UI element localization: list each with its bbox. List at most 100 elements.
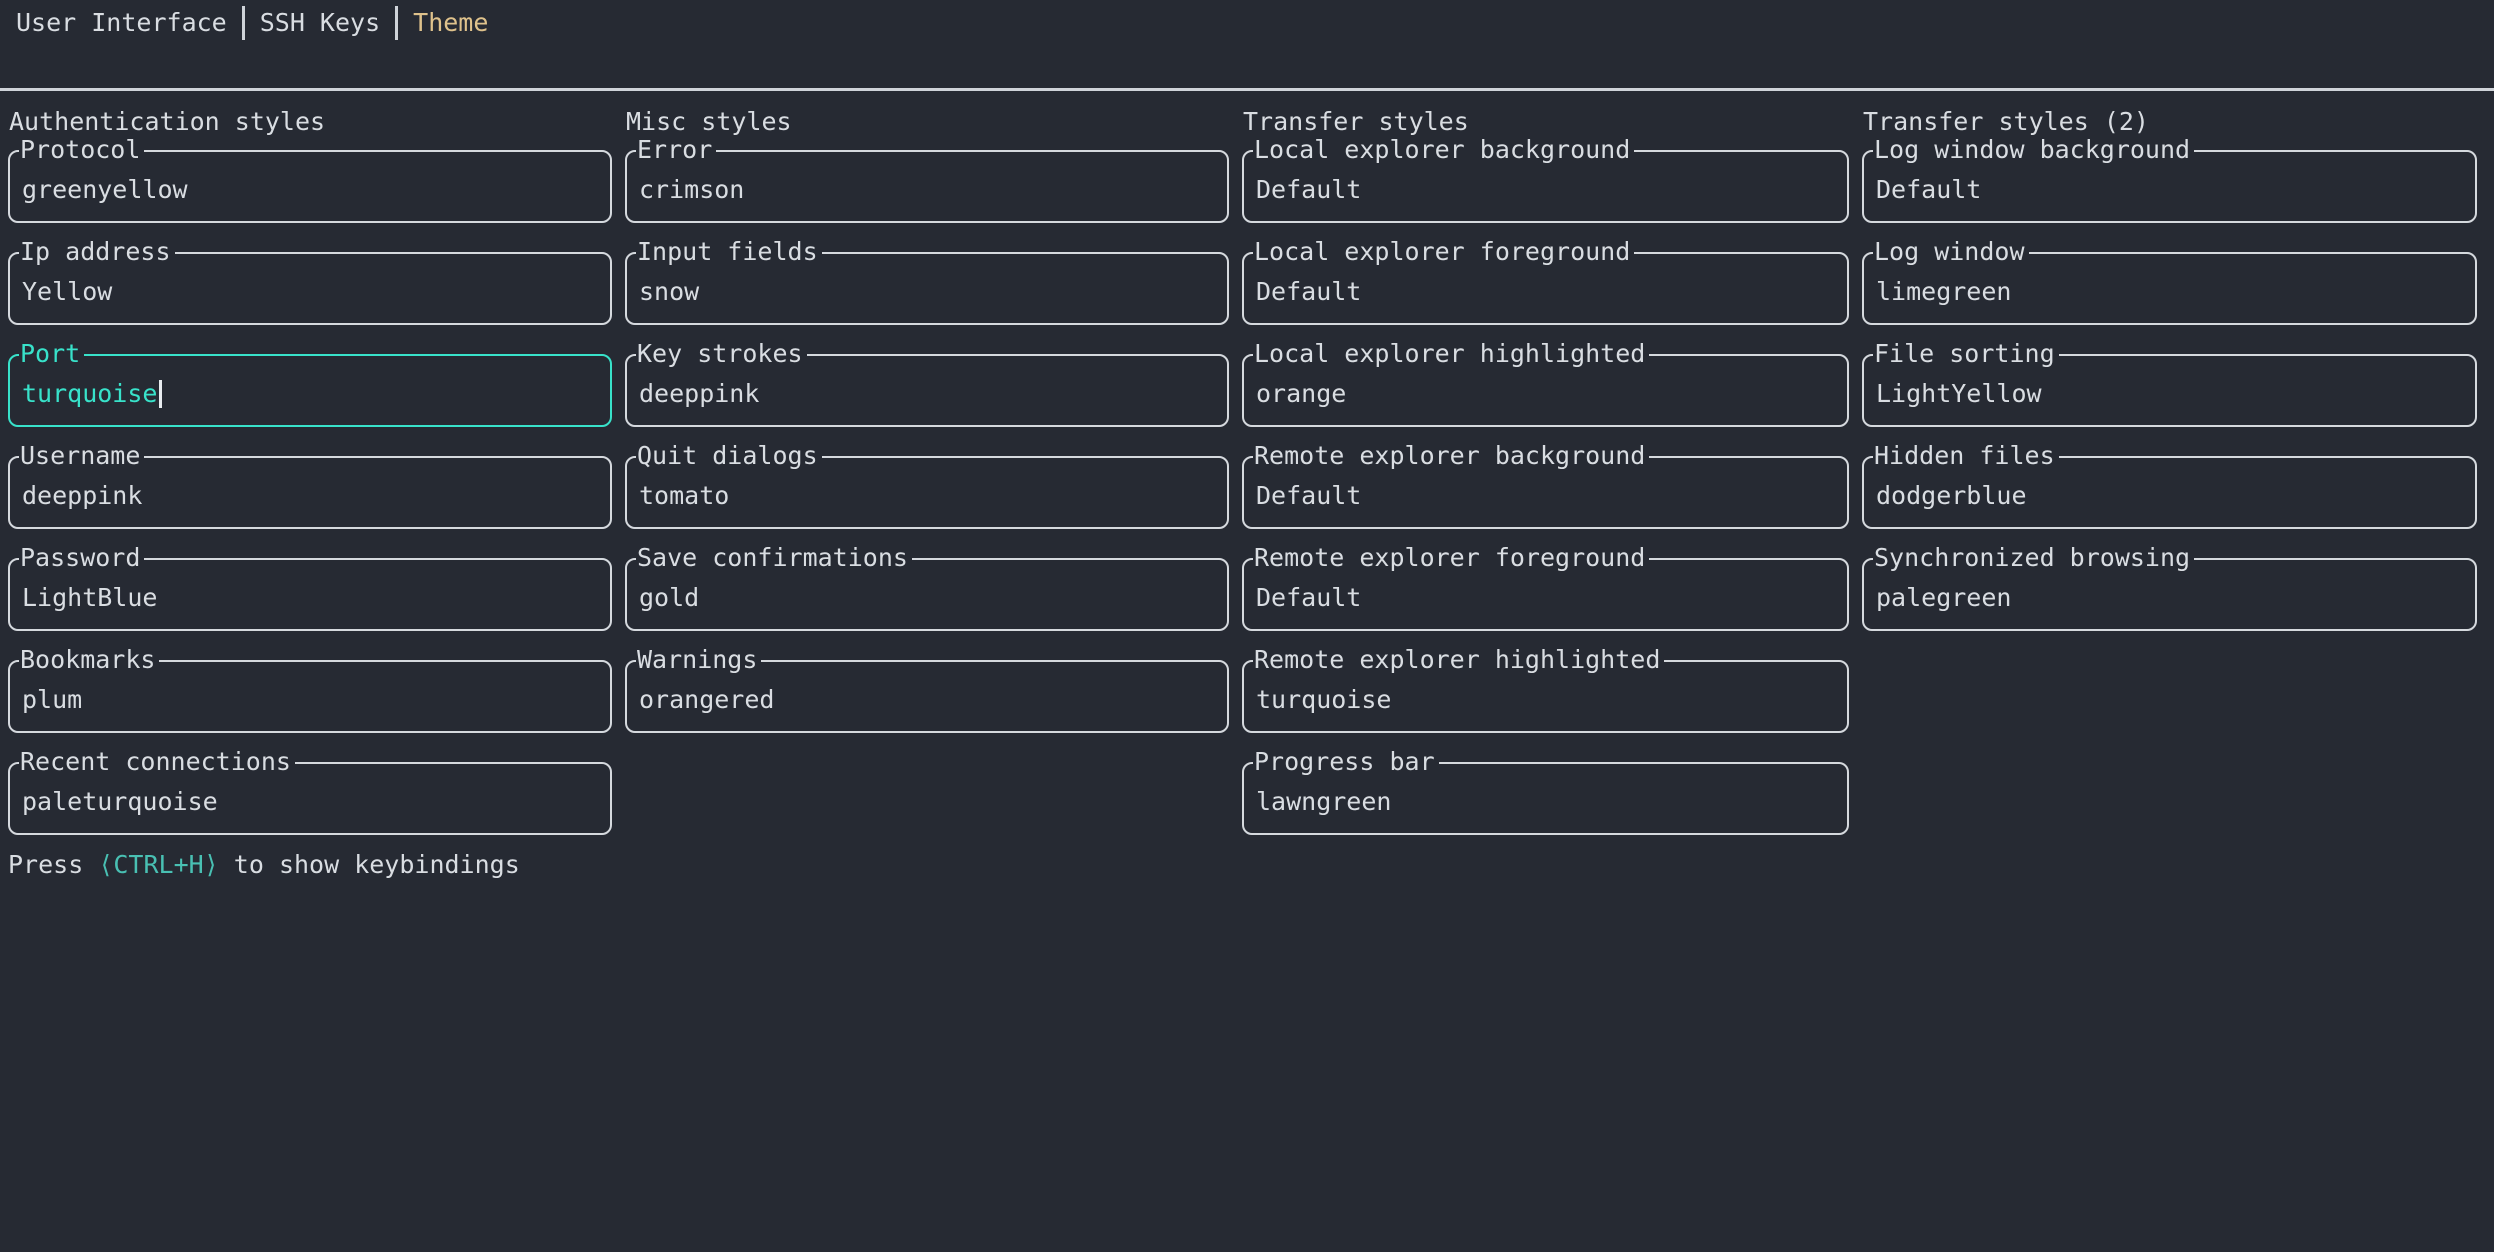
field-remote-explorer-highlighted[interactable]: Remote explorer highlighted turquoise (1242, 647, 1849, 733)
field-value: Default (1256, 277, 1362, 306)
field-label: File sorting (1873, 341, 2059, 367)
field-value: LightBlue (22, 583, 158, 612)
field-value-row: LightYellow (1876, 380, 2475, 408)
field-label: Quit dialogs (636, 443, 822, 469)
field-value-row: Default (1256, 176, 1847, 204)
field-value: Yellow (22, 277, 113, 306)
field-log-window[interactable]: Log window limegreen (1862, 239, 2477, 325)
field-label: Key strokes (636, 341, 807, 367)
field-label: Protocol (19, 137, 145, 163)
field-value: turquoise (1256, 685, 1392, 714)
field-port[interactable]: Port turquoise (8, 341, 612, 427)
section-title: Transfer styles (2) (1863, 107, 2149, 136)
field-value-row: palegreen (1876, 584, 2475, 612)
field-progress-bar[interactable]: Progress bar lawngreen (1242, 749, 1849, 835)
field-value: lawngreen (1256, 787, 1392, 816)
field-value-row: Default (1256, 482, 1847, 510)
field-value-row: lawngreen (1256, 788, 1847, 816)
field-label: Local explorer background (1253, 137, 1635, 163)
field-label: Warnings (636, 647, 762, 673)
field-label: Bookmarks (19, 647, 160, 673)
field-value: Default (1256, 175, 1362, 204)
field-hidden-files[interactable]: Hidden files dodgerblue (1862, 443, 2477, 529)
tab-user-interface[interactable]: User Interface (16, 8, 227, 37)
field-value: dodgerblue (1876, 481, 2027, 510)
field-protocol[interactable]: Protocol greenyellow (8, 137, 612, 223)
field-value: paleturquoise (22, 787, 218, 816)
field-label: Remote explorer highlighted (1253, 647, 1665, 673)
field-value-row: turquoise (1256, 686, 1847, 714)
field-bookmarks[interactable]: Bookmarks plum (8, 647, 612, 733)
field-value: greenyellow (22, 175, 188, 204)
field-input-fields[interactable]: Input fields snow (625, 239, 1229, 325)
tab-content-divider (0, 88, 2494, 91)
field-label: Remote explorer foreground (1253, 545, 1650, 571)
field-key-strokes[interactable]: Key strokes deeppink (625, 341, 1229, 427)
field-label: Input fields (636, 239, 822, 265)
field-value: plum (22, 685, 83, 714)
field-save-confirmations[interactable]: Save confirmations gold (625, 545, 1229, 631)
field-label: Password (19, 545, 145, 571)
field-recent-connections[interactable]: Recent connections paleturquoise (8, 749, 612, 835)
field-value-row: LightBlue (22, 584, 610, 612)
field-value-row: deeppink (639, 380, 1227, 408)
field-warnings[interactable]: Warnings orangered (625, 647, 1229, 733)
section-title: Transfer styles (1243, 107, 1469, 136)
field-value-row: gold (639, 584, 1227, 612)
field-value-row: crimson (639, 176, 1227, 204)
field-value-row: Default (1256, 584, 1847, 612)
ctrl-h-key: ⟨CTRL+H⟩ (98, 850, 219, 879)
text-cursor (159, 380, 163, 408)
field-value-row: paleturquoise (22, 788, 610, 816)
field-value: orangered (639, 685, 775, 714)
field-label: Local explorer foreground (1253, 239, 1635, 265)
field-label: Save confirmations (636, 545, 912, 571)
field-label: Progress bar (1253, 749, 1439, 775)
field-label: Remote explorer background (1253, 443, 1650, 469)
field-error[interactable]: Error crimson (625, 137, 1229, 223)
field-value: gold (639, 583, 700, 612)
field-label: Log window (1873, 239, 2029, 265)
field-value: turquoise (22, 379, 158, 408)
field-value-row: tomato (639, 482, 1227, 510)
field-value-row: orange (1256, 380, 1847, 408)
section-title: Misc styles (626, 107, 792, 136)
field-label: Username (19, 443, 145, 469)
field-label: Hidden files (1873, 443, 2059, 469)
field-value-row: Default (1256, 278, 1847, 306)
field-label: Port (19, 341, 85, 367)
section-transfer-styles-2: Transfer styles (2)Log window background… (1862, 109, 2477, 660)
field-local-explorer-highlighted[interactable]: Local explorer highlighted orange (1242, 341, 1849, 427)
tab-ssh-keys[interactable]: SSH Keys (259, 8, 381, 37)
field-value-row: dodgerblue (1876, 482, 2475, 510)
field-value-row: plum (22, 686, 610, 714)
field-synchronized-browsing[interactable]: Synchronized browsing palegreen (1862, 545, 2477, 631)
field-value: LightYellow (1876, 379, 2042, 408)
field-quit-dialogs[interactable]: Quit dialogs tomato (625, 443, 1229, 529)
field-value: Default (1876, 175, 1982, 204)
field-value: Default (1256, 583, 1362, 612)
field-label: Synchronized browsing (1873, 545, 2195, 571)
tab-separator: │ (395, 6, 399, 40)
field-value: deeppink (639, 379, 760, 408)
field-label: Error (636, 137, 717, 163)
tab-theme[interactable]: Theme (413, 8, 489, 37)
field-value-row: snow (639, 278, 1227, 306)
field-value: palegreen (1876, 583, 2012, 612)
field-label: Recent connections (19, 749, 295, 775)
field-value: orange (1256, 379, 1347, 408)
field-value-row: Default (1876, 176, 2475, 204)
field-value-row: limegreen (1876, 278, 2475, 306)
field-label: Local explorer highlighted (1253, 341, 1650, 367)
